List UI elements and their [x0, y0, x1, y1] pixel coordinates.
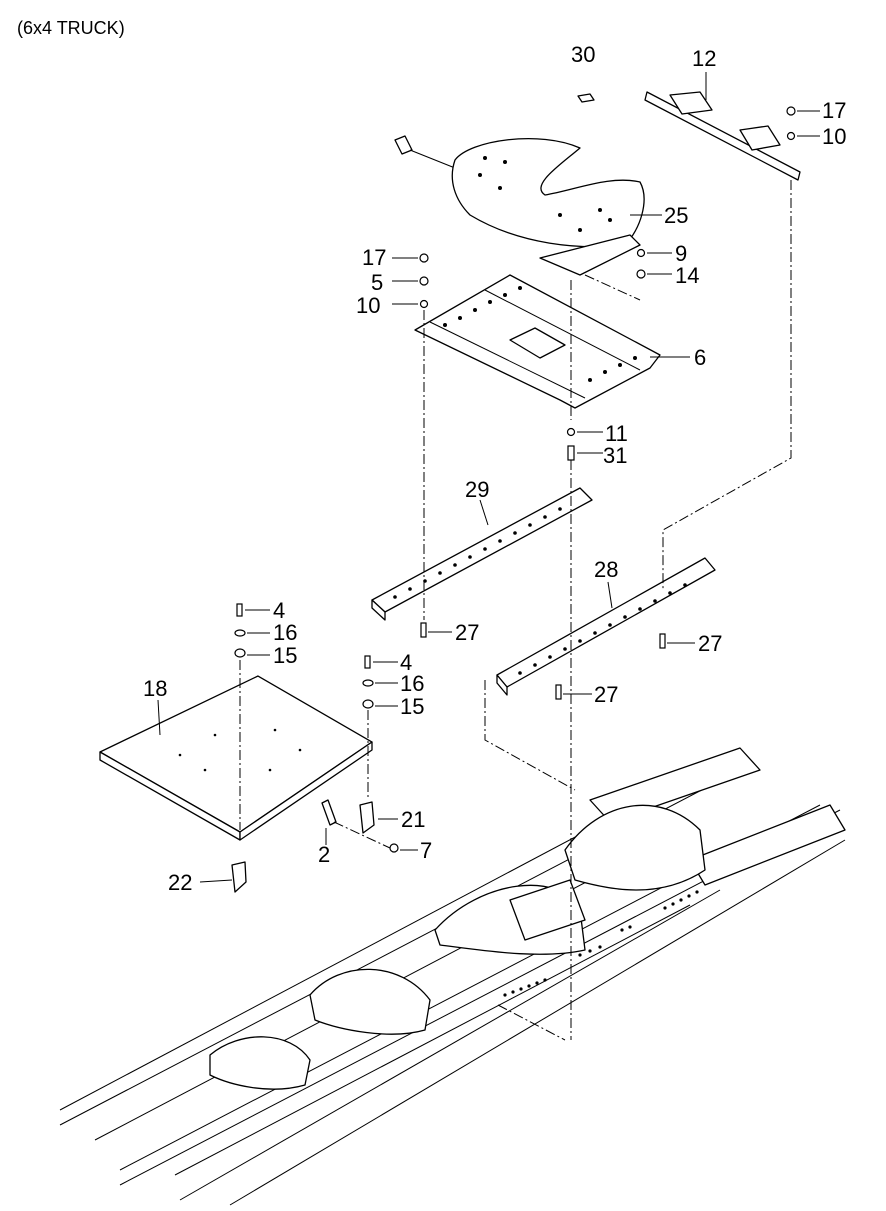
part-21 — [359, 801, 375, 834]
callout-2: 2 — [318, 842, 330, 867]
part-28 — [496, 557, 716, 696]
callout-4: 4 — [273, 598, 285, 623]
truck-frame — [59, 747, 846, 1206]
part-12 — [644, 91, 801, 181]
callout-16: 16 — [273, 620, 297, 645]
callout-11: 11 — [605, 421, 628, 446]
callout-25: 25 — [664, 203, 688, 228]
diagram-title: (6x4 TRUCK) — [17, 18, 125, 38]
part-30 — [577, 93, 595, 103]
callout-30: 30 — [571, 42, 595, 67]
alignment-lines — [239, 180, 792, 1041]
callout-27: 27 — [698, 631, 722, 656]
callout-27: 27 — [455, 620, 479, 645]
callout-14: 14 — [675, 263, 699, 288]
callout-16: 16 — [400, 671, 424, 696]
part-2 — [321, 799, 337, 826]
callout-22: 22 — [168, 870, 192, 895]
callout-18: 18 — [143, 676, 167, 701]
callout-15: 15 — [273, 643, 297, 668]
callout-10: 10 — [356, 293, 380, 318]
callout-4: 4 — [400, 650, 412, 675]
part-25 — [394, 135, 645, 301]
callout-17: 17 — [822, 98, 846, 123]
callout-5: 5 — [371, 270, 383, 295]
part-18 — [99, 675, 373, 841]
callout-21: 21 — [401, 807, 425, 832]
callout-17: 17 — [362, 245, 386, 270]
callout-29: 29 — [465, 477, 489, 502]
callout-10: 10 — [822, 124, 846, 149]
part-6 — [414, 274, 661, 409]
part-22 — [231, 861, 247, 893]
part-29 — [371, 487, 593, 621]
callout-labels: 30 12 17 10 25 17 9 5 14 10 6 11 31 29 2… — [143, 42, 846, 895]
callout-7: 7 — [420, 838, 432, 863]
callout-31: 31 — [603, 443, 627, 468]
callout-27: 27 — [594, 682, 618, 707]
callout-6: 6 — [694, 345, 706, 370]
leader-lines — [157, 72, 820, 883]
hardware — [234, 106, 796, 853]
callout-9: 9 — [675, 241, 687, 266]
callout-12: 12 — [692, 46, 716, 71]
callout-28: 28 — [594, 557, 618, 582]
callout-15: 15 — [400, 694, 424, 719]
